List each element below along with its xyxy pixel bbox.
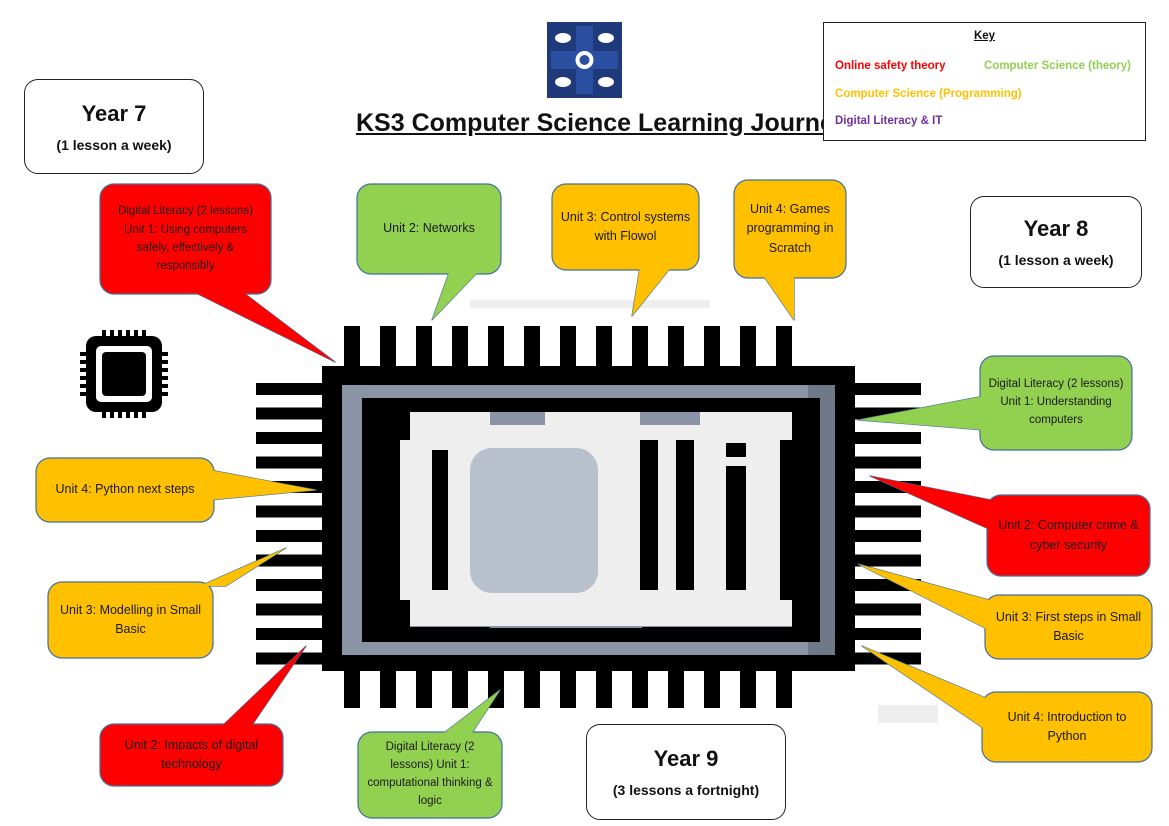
callout-shape-flowol xyxy=(551,183,700,317)
callout-dl-understanding-computers: Digital Literacy (2 lessons) Unit 1: Und… xyxy=(988,378,1124,426)
year-9-lessons: (3 lessons a fortnight) xyxy=(612,782,760,798)
callout-flowol: Unit 3: Control systems with Flowol xyxy=(560,209,691,243)
chip-die xyxy=(470,448,598,593)
year-7-box: Year 7 (1 lesson a week) xyxy=(24,79,204,174)
key-heading: Key xyxy=(973,30,996,42)
year-9-title: Year 9 xyxy=(653,746,719,771)
key-cs-theory: Computer Science (theory) xyxy=(984,60,1131,72)
callout-dl-using-computers: Digital Literacy (2 lessons) Unit 1: Usi… xyxy=(118,205,253,273)
year-9-box: Year 9 (3 lessons a fortnight) xyxy=(586,724,786,820)
page-title: KS3 Computer Science Learning Journey xyxy=(356,109,848,137)
callout-shape-crime xyxy=(869,475,1151,577)
callout-shape-scratch xyxy=(733,179,847,321)
callout-shape-dl-y7 xyxy=(99,183,336,363)
callout-shape-dl-y9 xyxy=(357,689,503,819)
shadow-bottom xyxy=(878,705,938,723)
chip-bracket-right xyxy=(642,398,820,642)
callout-python-next-steps: Unit 4: Python next steps xyxy=(55,482,195,497)
shadow-top xyxy=(470,300,710,308)
callout-shape-modelling xyxy=(47,547,287,659)
callout-computer-crime: Unit 2: Computer crime & cyber security xyxy=(998,518,1139,552)
callout-shape-impacts xyxy=(99,645,307,787)
cpu-icon xyxy=(80,330,168,418)
callouts xyxy=(35,179,1153,819)
key-digital-literacy: Digital Literacy & IT xyxy=(835,115,943,127)
callout-shape-python-next xyxy=(35,457,317,523)
key-cs-programming: Computer Science (Programming) xyxy=(835,88,1022,100)
callout-modelling-small-basic: Unit 3: Modelling in Small Basic xyxy=(59,602,202,636)
callout-first-steps-small-basic: Unit 3: First steps in Small Basic xyxy=(995,609,1142,643)
callout-shape-networks xyxy=(356,183,502,321)
year-7-lessons: (1 lesson a week) xyxy=(56,136,172,153)
callout-impacts-digital: Unit 2: Impacts of digital technology xyxy=(124,737,259,771)
callout-shape-dl-y8 xyxy=(857,355,1133,451)
chip-bracket-left xyxy=(362,398,490,642)
callout-shape-intro-python xyxy=(861,645,1153,763)
school-crest-logo xyxy=(547,22,622,98)
key-box: Key Online safety theory Computer Scienc… xyxy=(823,22,1146,141)
callout-networks: Unit 2: Networks xyxy=(383,221,475,236)
year-8-title: Year 8 xyxy=(1023,216,1089,241)
callout-shape-smallbasic-first xyxy=(857,563,1153,660)
year-8-lessons: (1 lesson a week) xyxy=(998,252,1114,268)
year-7-title: Year 7 xyxy=(81,100,147,126)
callout-scratch: Unit 4: Games programming in Scratch xyxy=(746,201,834,255)
cpu-chip-graphic xyxy=(256,326,921,708)
callout-intro-python: Unit 4: Introduction to Python xyxy=(1007,709,1127,743)
key-online-safety: Online safety theory xyxy=(835,60,946,72)
callout-dl-computational-thinking: Digital Literacy (2 lessons) Unit 1: com… xyxy=(367,741,493,807)
year-8-box: Year 8 (1 lesson a week) xyxy=(970,196,1142,288)
